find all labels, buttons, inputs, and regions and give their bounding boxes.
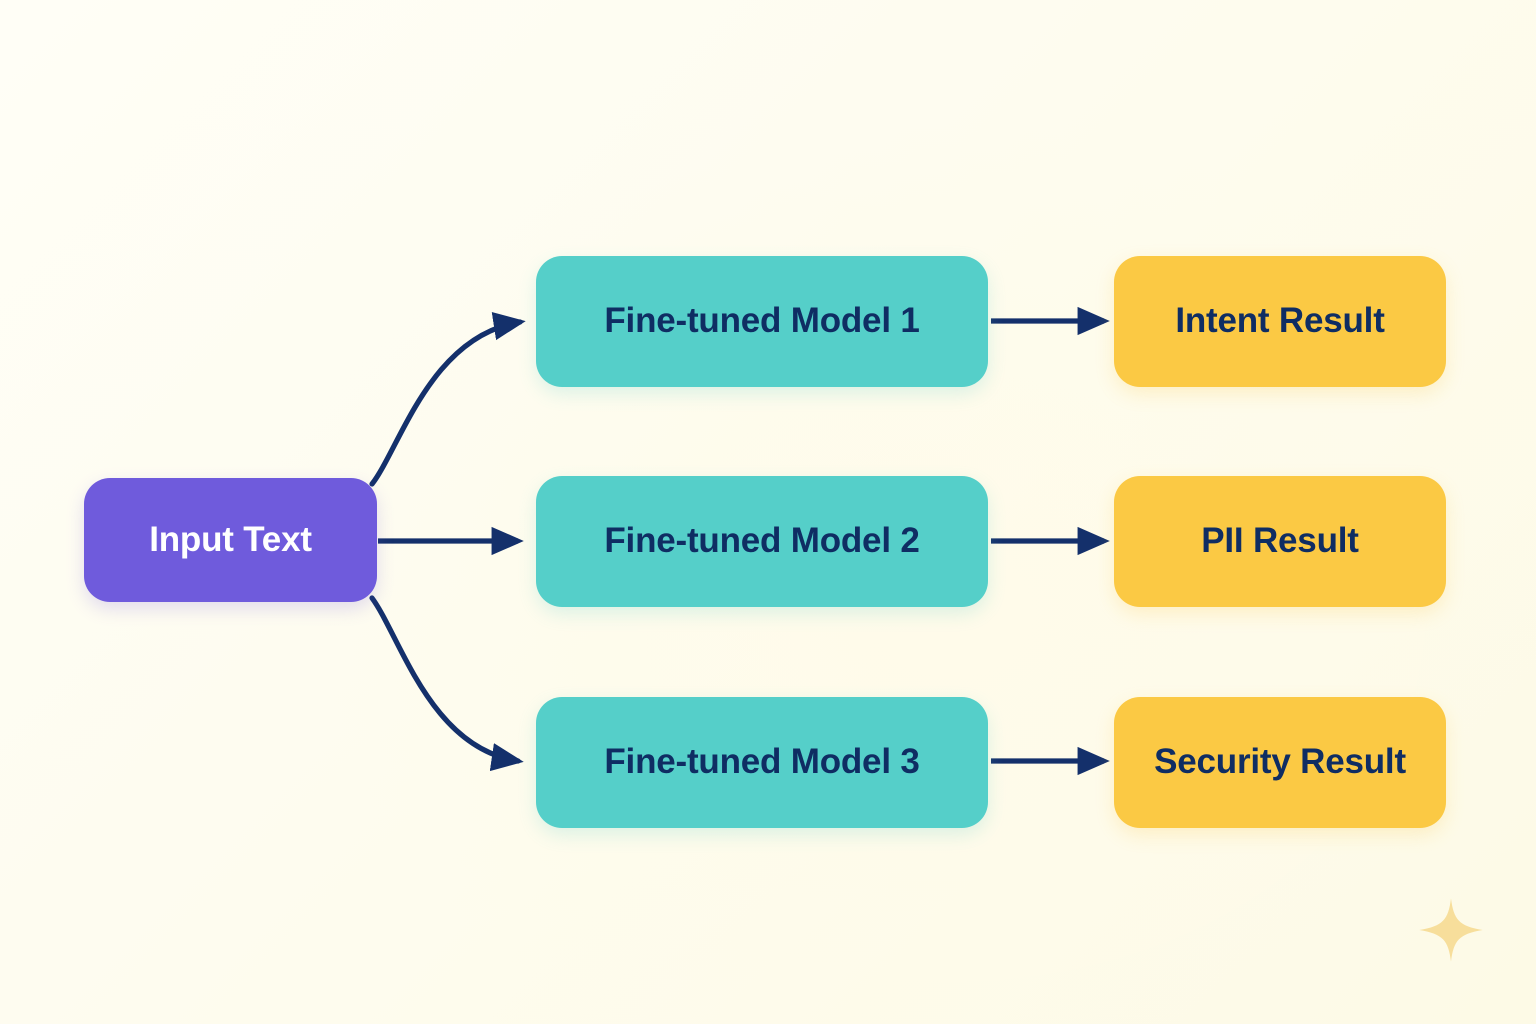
edge-input-to-model-1 — [369, 312, 526, 487]
node-fine-tuned-model-1-label: Fine-tuned Model 1 — [604, 301, 920, 341]
edge-input-to-model-3 — [369, 595, 524, 772]
node-fine-tuned-model-3[interactable]: Fine-tuned Model 3 — [536, 697, 988, 828]
node-intent-result[interactable]: Intent Result — [1114, 256, 1446, 387]
node-pii-result-label: PII Result — [1201, 521, 1359, 561]
node-fine-tuned-model-2-label: Fine-tuned Model 2 — [604, 521, 920, 561]
node-input-text-label: Input Text — [149, 519, 312, 559]
node-fine-tuned-model-2[interactable]: Fine-tuned Model 2 — [536, 476, 988, 607]
node-security-result[interactable]: Security Result — [1114, 697, 1446, 828]
node-pii-result[interactable]: PII Result — [1114, 476, 1446, 607]
node-fine-tuned-model-3-label: Fine-tuned Model 3 — [604, 742, 920, 782]
node-intent-result-label: Intent Result — [1175, 301, 1385, 341]
node-fine-tuned-model-1[interactable]: Fine-tuned Model 1 — [536, 256, 988, 387]
node-input-text[interactable]: Input Text — [84, 478, 377, 602]
node-security-result-label: Security Result — [1154, 742, 1406, 782]
